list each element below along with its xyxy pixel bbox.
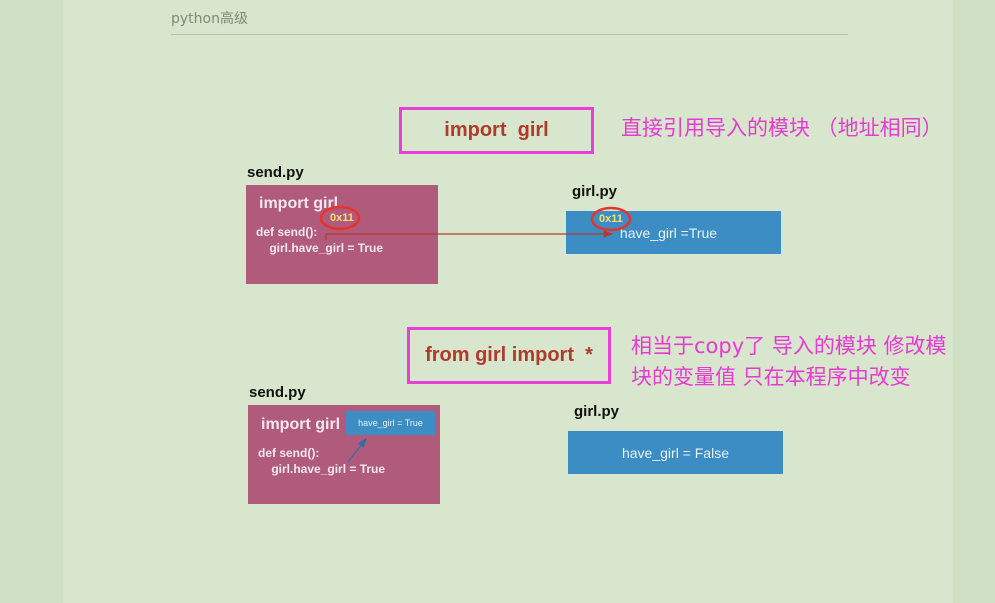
header-divider: [171, 34, 848, 35]
girl-py-title-2: girl.py: [574, 403, 620, 420]
from-girl-import-label: from girl import *: [407, 327, 611, 384]
import-girl-label-text: import girl: [444, 119, 549, 141]
section1-note: 直接引用导入的模块 （地址相同）: [621, 116, 943, 140]
send-import-line-1: import girl: [259, 195, 339, 212]
address-highlight-ring-send: [319, 205, 361, 231]
girl-py-module-1: have_girl =True: [566, 211, 781, 254]
copy-arrow: [347, 438, 367, 463]
section2-note-line2: 块的变量值 只在本程序中改变: [631, 365, 911, 389]
address-highlight-ring-girl: [590, 206, 632, 232]
section2-note-line1: 相当于copy了 导入的模块 修改模: [631, 334, 947, 358]
girl-py-title-1: girl.py: [572, 183, 618, 200]
girl-value-1: have_girl =True: [619, 224, 718, 241]
page-title: python高级: [171, 11, 248, 27]
send-py-title-2: send.py: [249, 384, 306, 401]
send-py-module-2: import girl def send(): girl.have_girl =…: [248, 405, 440, 504]
send-import-line-2: import girl: [261, 416, 341, 433]
reference-arrow: [325, 230, 614, 240]
address-tag-send: 0x11: [330, 212, 354, 224]
send-code-2: def send(): girl.have_girl = True: [258, 446, 386, 476]
content-page: [63, 0, 953, 603]
copied-value: have_girl = True: [358, 418, 423, 428]
copied-value-box: have_girl = True: [346, 411, 435, 435]
girl-value-2: have_girl = False: [621, 444, 729, 461]
import-girl-label: import girl: [399, 107, 594, 154]
girl-py-module-2: have_girl = False: [568, 431, 783, 474]
send-code-1: def send(): girl.have_girl = True: [256, 225, 384, 255]
address-tag-girl: 0x11: [599, 213, 623, 225]
from-girl-import-label-text: from girl import *: [425, 344, 593, 366]
send-py-title-1: send.py: [247, 164, 304, 181]
